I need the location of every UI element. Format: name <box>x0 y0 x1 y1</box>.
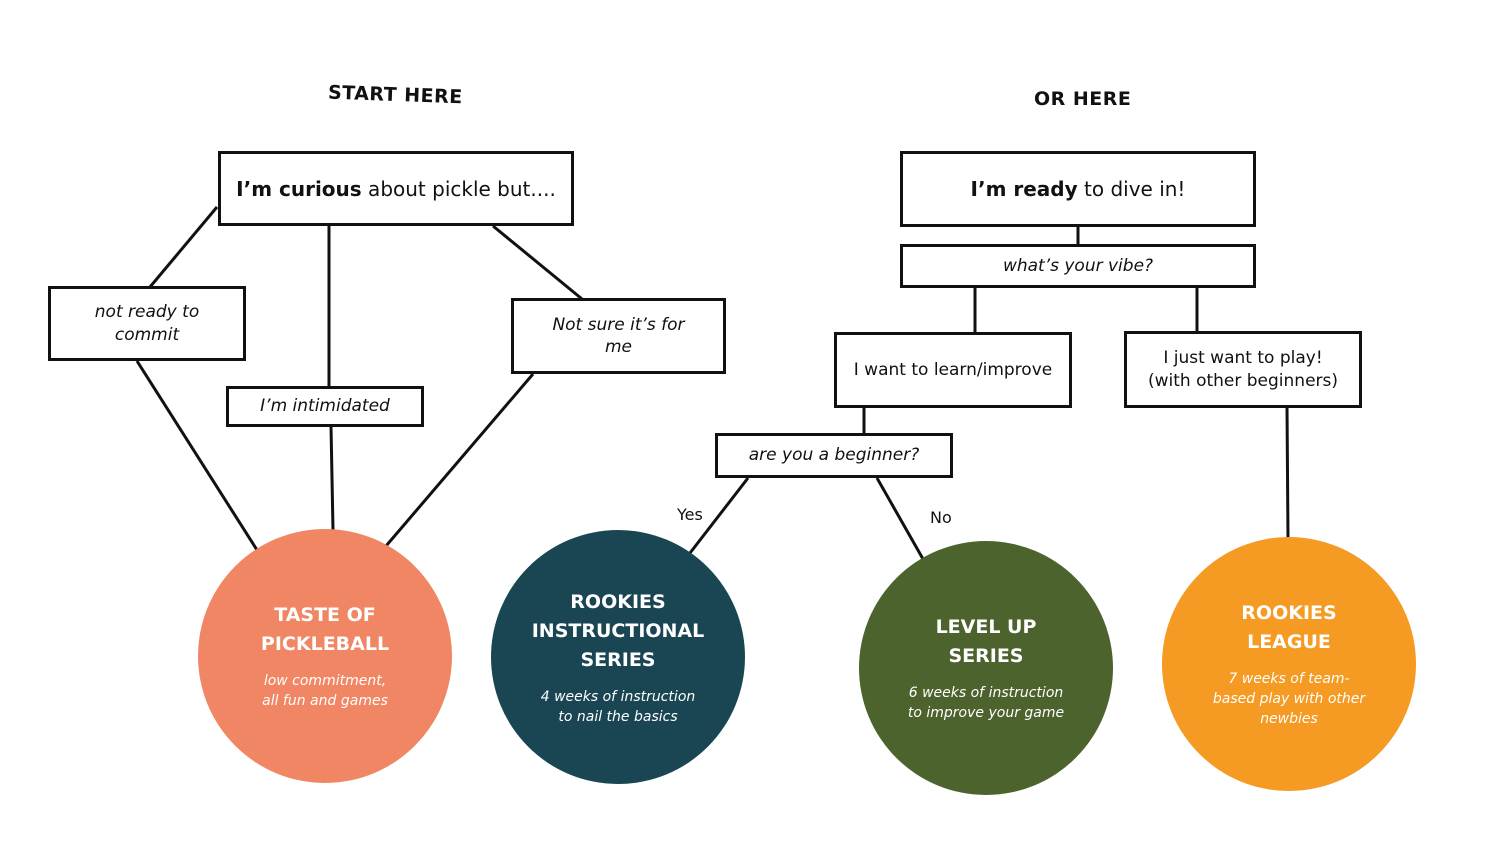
or-here-heading: OR HERE <box>1034 88 1132 110</box>
just-play-box: I just want to play! (with other beginne… <box>1124 331 1362 408</box>
connector-intimidated-to-taste <box>329 425 335 531</box>
program-description: low commitment, all fun and games <box>262 673 388 709</box>
rookies-league-circle: ROOKIES LEAGUE 7 weeks of team- based pl… <box>1162 537 1416 791</box>
level-up-series-circle: LEVEL UP SERIES 6 weeks of instruction t… <box>859 541 1113 795</box>
program-title: TASTE OF PICKLEBALL <box>260 604 390 655</box>
curious-root-box: I’m curious about pickle but.... <box>218 151 574 226</box>
learn-improve-box: I want to learn/improve <box>834 332 1072 408</box>
connector-not-ready-to-taste <box>135 360 259 551</box>
connector-root-to-not-ready <box>148 206 219 288</box>
program-description: 7 weeks of team- based play with other n… <box>1212 671 1366 727</box>
program-description: 6 weeks of instruction to improve your g… <box>907 685 1065 721</box>
no-label: No <box>930 508 952 527</box>
not-ready-box: not ready to commit <box>48 286 246 361</box>
rookies-instructional-series-circle: ROOKIES INSTRUCTIONAL SERIES 4 weeks of … <box>491 530 745 784</box>
ready-root-box: I’m ready to dive in! <box>900 151 1256 227</box>
not-sure-box: Not sure it’s for me <box>511 298 726 374</box>
ready-rest-text: to dive in! <box>1077 177 1186 201</box>
intimidated-box: I’m intimidated <box>226 386 424 427</box>
program-title: LEVEL UP SERIES <box>935 616 1037 667</box>
ready-bold-text: I’m ready <box>970 177 1078 201</box>
beginner-question-box: are you a beginner? <box>715 433 953 478</box>
program-title: ROOKIES INSTRUCTIONAL SERIES <box>531 590 705 671</box>
curious-bold-text: I’m curious <box>236 176 362 201</box>
connector-beginner-yes <box>688 477 750 554</box>
connector-beginner-no <box>875 477 925 560</box>
program-description: 4 weeks of instruction to nail the basic… <box>540 688 696 725</box>
curious-rest-text: about pickle but.... <box>361 176 556 201</box>
vibe-question-box: what’s your vibe? <box>900 244 1256 288</box>
start-here-heading: START HERE <box>327 81 464 109</box>
connector-not-sure-to-taste <box>384 373 535 547</box>
connector-play-to-league <box>1285 406 1290 539</box>
connector-root-to-not-sure <box>492 224 583 301</box>
yes-label: Yes <box>677 505 703 524</box>
taste-of-pickleball-circle: TASTE OF PICKLEBALL low commitment, all … <box>198 529 452 783</box>
program-title: ROOKIES LEAGUE <box>1241 602 1337 653</box>
